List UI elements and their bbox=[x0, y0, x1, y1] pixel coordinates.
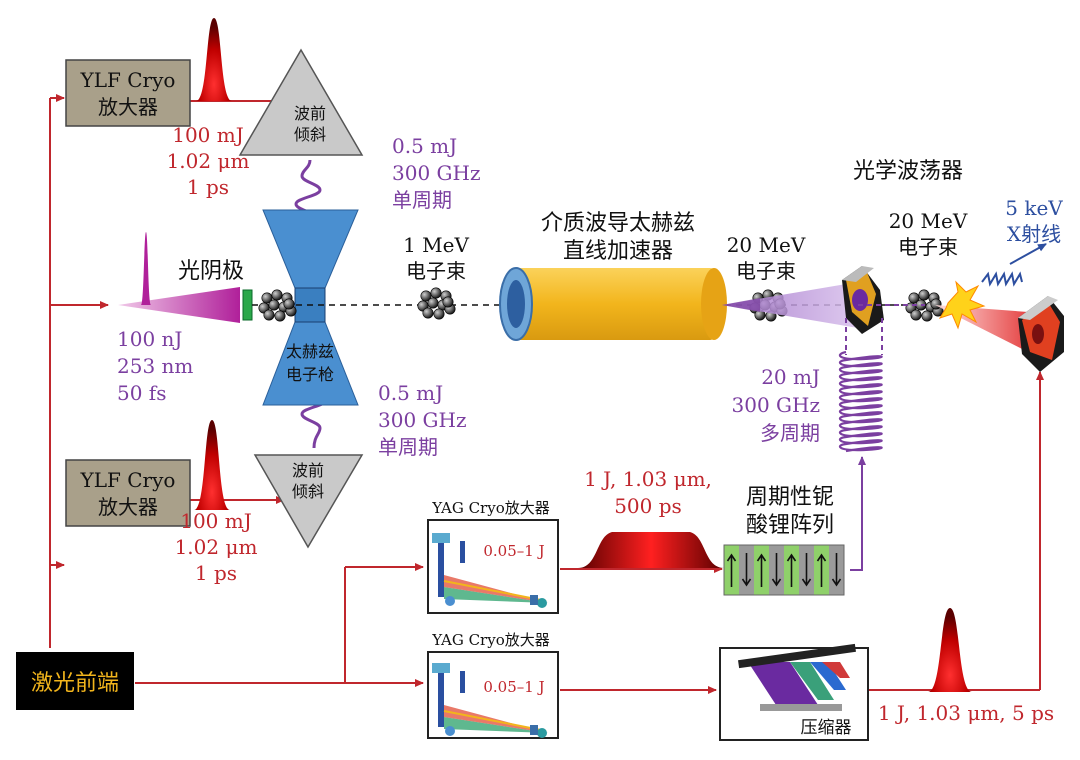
linac-line1: 介质波导太赫兹 bbox=[541, 211, 695, 236]
photocathode-spec1: 100 nJ bbox=[117, 327, 182, 351]
undulator-label: 光学波荡器 bbox=[853, 159, 963, 184]
ylf-bottom-spec3: 1 ps bbox=[195, 561, 237, 585]
ylf-bottom-line2: 放大器 bbox=[98, 495, 158, 519]
laser-distribution-lines bbox=[49, 94, 1044, 694]
thz-multi-line3: 多周期 bbox=[760, 421, 820, 445]
thz-bottom-line3: 单周期 bbox=[378, 435, 438, 459]
yag-amplifier-bottom: YAG Cryo放大器 0.05–1 J bbox=[427, 631, 559, 739]
linac-label: 介质波导太赫兹 直线加速器 bbox=[541, 211, 695, 264]
short-pulse bbox=[928, 608, 972, 692]
parabolic-mirror-1 bbox=[842, 266, 884, 334]
xray-arrow bbox=[1009, 243, 1047, 265]
yag-top-energy: 0.05–1 J bbox=[483, 542, 544, 560]
compressor: 压缩器 bbox=[719, 643, 869, 741]
photocathode-specs: 100 nJ 253 nm 50 fs bbox=[117, 327, 193, 405]
wavefront-tilt-bottom: 波前 倾斜 bbox=[253, 454, 364, 549]
ylf-top-line1: YLF Cryo bbox=[80, 68, 176, 92]
thz-top-line2: 300 GHz bbox=[392, 161, 481, 185]
ylf-bottom-line1: YLF Cryo bbox=[80, 468, 176, 492]
photocathode-spec2: 253 nm bbox=[117, 354, 193, 378]
thz-multi-specs: 20 mJ 300 GHz 多周期 bbox=[732, 365, 821, 445]
yag-bottom-title: YAG Cryo放大器 bbox=[431, 631, 549, 649]
xray-line2: X射线 bbox=[1007, 222, 1061, 246]
beam-20mev-label: 20 MeV 电子束 bbox=[727, 233, 806, 283]
yag-bottom-energy: 0.05–1 J bbox=[483, 678, 544, 696]
long-pulse bbox=[578, 532, 724, 568]
ylf-bottom-specs: 100 mJ 1.02 μm 1 ps bbox=[175, 509, 258, 585]
undulator-beam-line1: 20 MeV bbox=[889, 209, 968, 233]
photocathode-beam bbox=[118, 232, 253, 323]
thz-bottom-line2: 300 GHz bbox=[378, 408, 467, 432]
xray-starburst bbox=[938, 280, 986, 330]
thz-feed-line bbox=[850, 456, 866, 571]
thz-bottom-line1: 0.5 mJ bbox=[378, 381, 443, 405]
photocathode-label: 光阴极 bbox=[178, 259, 244, 284]
beam-1mev-line2: 电子束 bbox=[406, 259, 466, 283]
xray-line1: 5 keV bbox=[1005, 196, 1063, 220]
gun-line1: 太赫兹 bbox=[286, 342, 334, 361]
short-pulse-label: 1 J, 1.03 μm, 5 ps bbox=[878, 701, 1054, 725]
xray-label: 5 keV X射线 bbox=[1005, 196, 1063, 246]
beam-20mev-line1: 20 MeV bbox=[727, 233, 806, 257]
compressor-label: 压缩器 bbox=[801, 718, 852, 738]
pulse-bottom bbox=[194, 420, 230, 510]
undulator-beam-label: 20 MeV 电子束 bbox=[889, 209, 968, 259]
thz-multi-line2: 300 GHz bbox=[732, 393, 821, 417]
yag-amplifier-top: YAG Cryo放大器 0.05–1 J bbox=[427, 499, 559, 614]
ylf-bottom-spec2: 1.02 μm bbox=[175, 535, 258, 559]
thz-top-line1: 0.5 mJ bbox=[392, 134, 457, 158]
long-pulse-line2: 500 ps bbox=[614, 494, 682, 518]
thz-bottom-specs: 0.5 mJ 300 GHz 单周期 bbox=[378, 381, 467, 459]
parabolic-mirror-2 bbox=[1018, 296, 1064, 372]
thz-linac bbox=[499, 267, 727, 341]
ppln-array-label: 周期性铌 酸锂阵列 bbox=[746, 485, 834, 538]
thz-top-line3: 单周期 bbox=[392, 188, 452, 212]
ylf-top-spec3: 1 ps bbox=[187, 175, 229, 199]
thz-multi-line1: 20 mJ bbox=[761, 365, 820, 389]
ylf-top-spec1: 100 mJ bbox=[172, 123, 244, 147]
tilt-bottom-line2: 倾斜 bbox=[292, 482, 324, 501]
gun-line2: 电子枪 bbox=[286, 365, 334, 384]
undulator-beam-line2: 电子束 bbox=[898, 235, 958, 259]
thz-electron-gun: 太赫兹 电子枪 bbox=[262, 209, 359, 406]
ylf-top-specs: 100 mJ 1.02 μm 1 ps bbox=[167, 123, 250, 199]
xray-wave bbox=[981, 271, 1023, 287]
beam-20mev-line2: 电子束 bbox=[736, 259, 796, 283]
electron-bunch-1 bbox=[258, 289, 297, 322]
front-end-label: 激光前端 bbox=[31, 671, 119, 696]
tilt-top-line2: 倾斜 bbox=[294, 125, 326, 144]
ppln-line1: 周期性铌 bbox=[746, 485, 834, 510]
pulse-top bbox=[196, 18, 232, 101]
ylf-top-spec2: 1.02 μm bbox=[167, 149, 250, 173]
ppln-line2: 酸锂阵列 bbox=[746, 513, 834, 538]
photocathode-spec3: 50 fs bbox=[117, 381, 166, 405]
ylf-bottom-spec1: 100 mJ bbox=[180, 509, 252, 533]
thz-cone-left bbox=[722, 298, 760, 312]
ppln-array bbox=[723, 544, 845, 596]
thz-top-specs: 0.5 mJ 300 GHz 单周期 bbox=[392, 134, 481, 212]
wavefront-tilt-top: 波前 倾斜 bbox=[238, 48, 364, 156]
electron-bunch-2 bbox=[417, 287, 456, 320]
yag-top-title: YAG Cryo放大器 bbox=[431, 499, 549, 517]
beam-1mev-label: 1 MeV 电子束 bbox=[403, 233, 469, 283]
laser-front-end: 激光前端 bbox=[16, 652, 134, 710]
tilt-top-line1: 波前 bbox=[294, 104, 326, 123]
beam-1mev-line1: 1 MeV bbox=[403, 233, 469, 257]
long-pulse-line1: 1 J, 1.03 μm, bbox=[584, 467, 712, 491]
electron-bunch-4 bbox=[905, 289, 944, 322]
ylf-amplifier-top: YLF Cryo 放大器 bbox=[65, 59, 191, 127]
long-pulse-label: 1 J, 1.03 μm, 500 ps bbox=[584, 467, 712, 518]
ylf-amplifier-bottom: YLF Cryo 放大器 bbox=[65, 459, 191, 527]
ylf-top-line2: 放大器 bbox=[98, 95, 158, 119]
linac-line2: 直线加速器 bbox=[563, 239, 673, 264]
thz-cone bbox=[722, 282, 858, 328]
thz-multicycle-wave bbox=[838, 350, 883, 453]
tilt-bottom-line1: 波前 bbox=[292, 461, 324, 480]
